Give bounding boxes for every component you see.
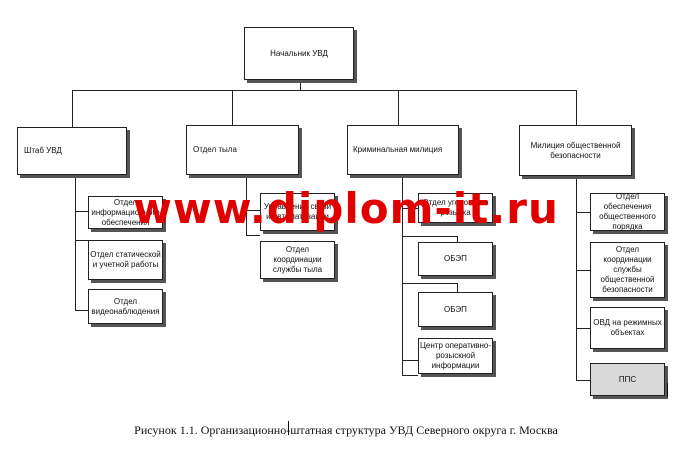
node-label: Отдел информационного обеспечения [91, 197, 160, 227]
node-label: Штаб УВД [24, 146, 62, 155]
node-label: Отдел тыла [193, 145, 237, 154]
node-shtab-uvd: Штаб УВД [17, 127, 127, 175]
connector-line [576, 328, 590, 329]
node-ovd-na-rezhimnykh-obektakh: ОВД на режимных объектах [590, 307, 665, 349]
connector-line [402, 175, 403, 375]
connector-line [576, 176, 577, 380]
connector-line [402, 208, 418, 209]
node-label: Отдел уголовного розыска [422, 198, 489, 217]
text-cursor [288, 421, 289, 435]
connector-line [72, 90, 73, 128]
node-otdel-tyla: Отдел тыла [186, 125, 299, 175]
node-otdel-koordinatsii-bezopasnosti: Отдел координации службы общественной бе… [590, 242, 665, 298]
watermark: www.diplom-it.ru [133, 184, 559, 233]
connector-line [576, 90, 577, 125]
node-label: ОБЭП [444, 304, 467, 314]
connector-line [246, 235, 260, 236]
node-militsiya-obshchestvennoy-bezopasnosti: Милиция общественной безопасности [519, 125, 632, 176]
node-head-uvd: Начальник УВД [244, 27, 354, 80]
node-otdel-obshchestvennogo-poryadka: Отдел обеспечения общественного порядка [590, 193, 665, 231]
connector-line [402, 236, 457, 237]
node-ugolovny-rozysk: Отдел уголовного розыска [418, 193, 493, 223]
connector-line [246, 210, 260, 211]
node-label: Криминальная милиция [353, 145, 443, 154]
node-otdel-koordinatsii-tyla: Отдел координации службы тыла [260, 241, 335, 279]
connector-line [457, 236, 458, 242]
connector-line [75, 211, 88, 212]
node-label: Отдел обеспечения общественного порядка [599, 193, 656, 231]
node-label: Отдел координации службы тыла [272, 245, 323, 274]
node-label: Милиция общественной безопасности [530, 140, 621, 160]
connector-line [246, 175, 247, 235]
connector-line [402, 360, 418, 361]
connector-line [402, 283, 457, 284]
node-kriminalnaya-militsiya: Криминальная милиция [347, 125, 459, 175]
node-otdel-videonablyudeniya: Отдел видеонаблюдения [88, 289, 163, 324]
text-cursor [667, 383, 668, 397]
node-label: Начальник УВД [270, 48, 328, 58]
node-otdel-staticheskoy-raboty: Отдел статической и учетной работы [88, 240, 163, 280]
node-obep: ОБЭП [418, 242, 493, 276]
connector-line [398, 90, 399, 125]
figure-caption: Рисунок 1.1. Организационно-штатная стру… [134, 423, 558, 437]
node-label: Отдел видеонаблюдения [91, 296, 160, 316]
connector-line [300, 80, 301, 90]
connector-line [75, 240, 88, 241]
node-otdel-informatsionnogo-obespecheniya: Отдел информационного обеспечения [88, 196, 163, 229]
connector-line [457, 283, 458, 292]
connector-line [75, 175, 76, 310]
node-pps: ППС [590, 363, 665, 396]
connector-line [232, 90, 233, 125]
node-obep: ОБЭП [418, 292, 493, 327]
connector-line [576, 212, 590, 213]
node-label: ОБЭП [444, 254, 467, 263]
node-label: Центр оперативно-розыскной информации [420, 341, 491, 370]
node-label: Управление связи и автоматизации [263, 202, 332, 221]
node-label: Отдел статической и учетной работы [90, 250, 161, 269]
connector-line [576, 380, 590, 381]
connector-line [402, 375, 418, 376]
connector-line [75, 310, 88, 311]
node-label: ОВД на режимных объектах [593, 318, 662, 337]
node-upravlenie-svyazi: Управление связи и автоматизации [260, 193, 335, 231]
connector-line [72, 90, 576, 91]
node-tsentr-operativno-rozysknoy-informatsii: Центр оперативно-розыскной информации [418, 338, 493, 374]
connector-line [576, 270, 590, 271]
node-label: ППС [618, 374, 637, 384]
node-label: Отдел координации службы общественной бе… [600, 245, 655, 294]
